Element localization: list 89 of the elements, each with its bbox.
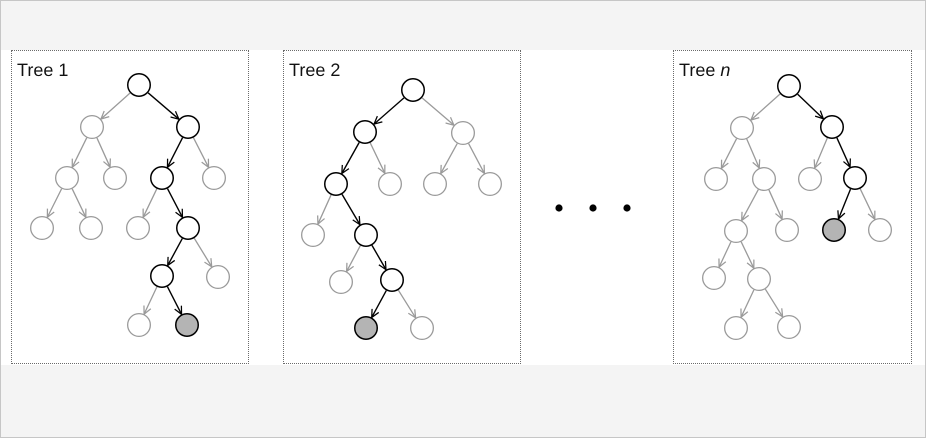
tree-node [752,167,776,191]
tree-node [423,172,447,196]
tree-node [704,167,728,191]
tree-node [478,172,502,196]
tree-panel [673,50,912,364]
arrow [750,94,780,121]
arrow [194,238,212,268]
arrow [167,238,183,266]
tree-node [724,219,748,243]
tree-node [150,264,174,288]
arrow [741,189,759,222]
selected-leaf-node [354,316,378,340]
tree-panel [283,50,521,364]
arrow [341,142,360,174]
tree-node [30,216,54,240]
tree-node [702,266,726,290]
arrow [373,97,404,125]
arrow [468,143,486,174]
tree-node [79,216,103,240]
tree-node [777,74,801,98]
arrow [317,194,332,225]
tree-node [329,270,353,294]
arrow [768,190,783,220]
arrow [837,188,852,220]
arrow [718,242,732,268]
arrow [440,143,458,174]
arrow [148,92,180,120]
tree-node [150,166,174,190]
tree-node [301,223,325,247]
tree-node [777,315,801,339]
tree-node [80,115,104,139]
arrow [143,286,158,315]
tree-node [798,167,822,191]
arrow [371,245,387,270]
tree-node [378,172,402,196]
tree-node [724,316,748,340]
arrow [142,188,158,218]
arrow [166,137,184,168]
arrow [740,290,754,318]
selected-leaf-node [822,218,846,242]
tree-node [176,216,200,240]
tree-node [176,115,200,139]
arrow [814,138,828,169]
arrow [346,245,361,272]
tree-node [353,120,377,144]
selected-leaf-node [175,313,199,337]
arrow [398,290,416,318]
tree-node [324,172,348,196]
tree-node [843,166,867,190]
arrow [166,188,184,218]
tree-node [820,115,844,139]
arrow [96,138,111,168]
tree-node [775,218,799,242]
arrow [100,92,130,120]
arrow [860,188,876,220]
tree-node [410,316,434,340]
arrow [797,94,824,120]
arrow [720,138,738,169]
arrow [371,290,387,318]
tree-node [55,166,79,190]
tree-title: Tree 2 [289,60,340,80]
tree-panel [11,50,249,364]
tree-node [868,218,892,242]
arrow [341,194,361,226]
tree-node [354,223,378,247]
tree-node [747,267,771,291]
tree-title: Tree n [679,60,730,80]
tree-node [380,268,404,292]
arrow [192,137,210,168]
arrow [746,138,760,169]
tree-node [206,265,230,289]
tree-node [127,313,151,337]
tree-node [127,73,151,97]
tree-node [126,216,150,240]
arrow [740,242,754,269]
arrow [72,138,88,168]
arrow [370,142,386,174]
tree-node [730,116,754,140]
tree-node [451,121,475,145]
tree-node [202,166,226,190]
tree-node [401,78,425,102]
arrow [836,138,851,168]
arrow [422,97,455,126]
arrow [72,188,86,218]
tree-node [103,166,127,190]
arrow [46,188,62,218]
arrow [764,288,784,318]
tree-title: Tree 1 [17,60,68,80]
arrow [166,286,182,315]
